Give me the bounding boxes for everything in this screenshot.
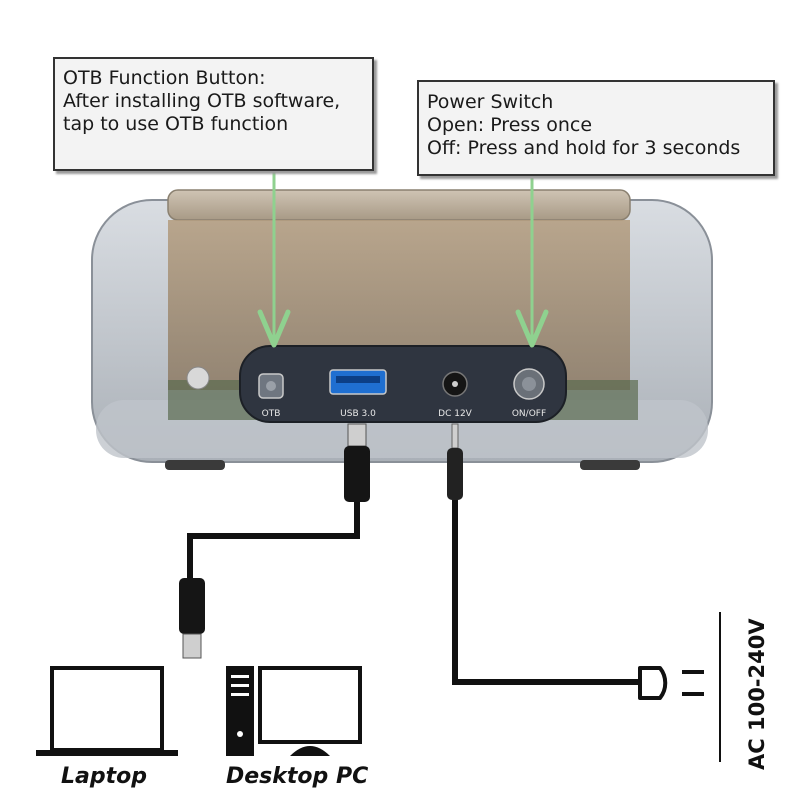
port-label-onoff: ON/OFF xyxy=(512,409,546,419)
dc-12v-jack-pin xyxy=(452,381,458,387)
docking-station xyxy=(91,189,713,470)
usb-cable-wire xyxy=(187,502,360,578)
callout-otb-line3: tap to use OTB function xyxy=(63,113,289,135)
callout-arrow-power xyxy=(515,178,549,348)
pc-monitor xyxy=(258,666,362,744)
ac-plug-icon xyxy=(638,666,704,700)
callout-power-line2: Open: Press once xyxy=(427,114,593,136)
desktop-pc-icon xyxy=(226,666,362,756)
ac-voltage-label: AC 100-240V xyxy=(745,618,769,770)
port-label-usb: USB 3.0 xyxy=(340,409,376,419)
port-label-otb: OTB xyxy=(262,409,281,419)
station-foot-left xyxy=(165,460,225,470)
station-capacitor xyxy=(186,366,210,390)
callout-otb-function-button: OTB Function Button: After installing OT… xyxy=(53,57,374,171)
callout-power-line1: Power Switch xyxy=(427,91,554,113)
usb-plug-bottom-body xyxy=(179,578,205,634)
port-panel-plate xyxy=(239,345,567,423)
usb-plug-bottom-metal xyxy=(182,633,202,659)
pc-monitor-stand xyxy=(290,746,330,756)
on-off-switch-center xyxy=(522,377,536,391)
dc-plug-tip xyxy=(451,423,459,449)
port-label-dc: DC 12V xyxy=(438,409,473,419)
dc-plug-body xyxy=(447,448,463,500)
pc-tower xyxy=(226,666,254,756)
callout-otb-line1: OTB Function Button: xyxy=(63,67,266,89)
laptop-icon xyxy=(36,666,178,756)
port-panel: OTB USB 3.0 DC 12V ON/OFF xyxy=(239,345,567,423)
callout-power-switch: Power Switch Open: Press once Off: Press… xyxy=(417,80,775,176)
desktop-pc-caption: Desktop PC xyxy=(226,764,369,789)
station-top-slot xyxy=(167,189,631,221)
callout-arrow-otb xyxy=(257,168,291,348)
usb-plug-top-metal xyxy=(347,423,367,447)
usb3-port-tongue xyxy=(336,376,380,383)
station-foot-right xyxy=(580,460,640,470)
otb-button-center xyxy=(266,381,276,391)
callout-power-line3: Off: Press and hold for 3 seconds xyxy=(427,137,741,159)
usb-plug-top-body xyxy=(344,446,370,502)
dc-power-cable xyxy=(447,423,640,685)
laptop-caption: Laptop xyxy=(61,764,147,789)
dc-cable-wire xyxy=(452,500,640,685)
callout-otb-line2: After installing OTB software, xyxy=(63,90,341,112)
usb-cable xyxy=(179,423,370,659)
